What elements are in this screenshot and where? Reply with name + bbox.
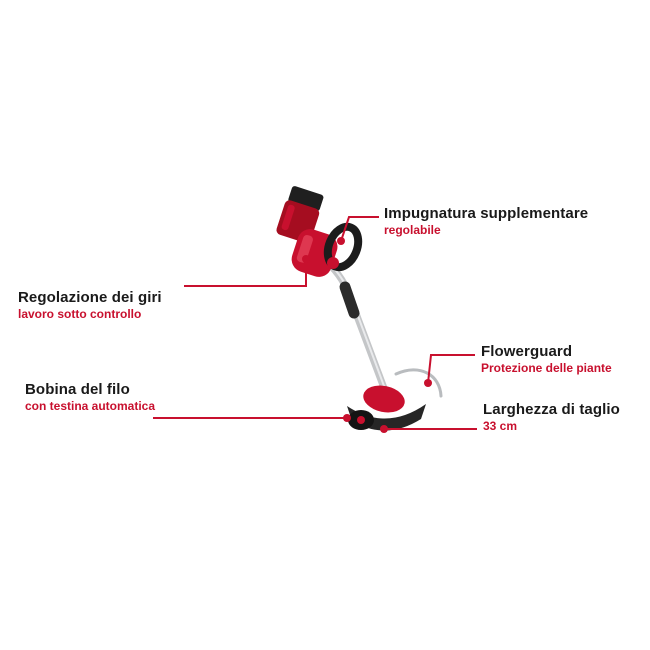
callout-line-regolazione [184, 259, 307, 287]
callout-dot-flowerguard [424, 379, 432, 387]
spool-center [357, 416, 365, 424]
callout-impugnatura: Impugnatura supplementare regolabile [384, 205, 588, 238]
callout-lines [153, 216, 477, 430]
callout-regolazione-title: Regolazione dei giri [18, 289, 162, 306]
callout-larghezza: Larghezza di taglio 33 cm [483, 401, 620, 434]
callout-dot-regolazione [302, 255, 310, 263]
callout-flowerguard: Flowerguard Protezione delle piante [481, 343, 612, 376]
flowerguard-wire [394, 368, 443, 398]
callout-dots [302, 237, 432, 433]
callout-flowerguard-subtitle: Protezione delle piante [481, 361, 612, 376]
callout-dot-bobina [343, 414, 351, 422]
callout-dot-impugnatura [337, 237, 345, 245]
handle-knob [327, 257, 339, 269]
callout-flowerguard-title: Flowerguard [481, 343, 573, 360]
callout-bobina-subtitle: con testina automatica [25, 399, 156, 414]
callout-larghezza-title: Larghezza di taglio [483, 401, 620, 418]
callout-bobina: Bobina del filo con testina automatica [25, 381, 155, 414]
callout-bobina-title: Bobina del filo [25, 381, 130, 398]
shaft-collar [339, 281, 360, 319]
callout-line-flowerguard [427, 354, 475, 384]
callout-line-impugnatura [340, 216, 379, 242]
callout-dot-larghezza [380, 425, 388, 433]
cutting-head [363, 385, 405, 413]
callout-larghezza-subtitle: 33 cm [483, 419, 518, 434]
trimmer-shaft [323, 258, 388, 392]
callout-regolazione: Regolazione dei giri lavoro sotto contro… [18, 289, 162, 322]
callout-regolazione-subtitle: lavoro sotto controllo [18, 307, 142, 322]
trimmer-body [276, 186, 443, 431]
callout-impugnatura-subtitle: regolabile [384, 223, 441, 238]
callout-impugnatura-title: Impugnatura supplementare [384, 205, 589, 222]
